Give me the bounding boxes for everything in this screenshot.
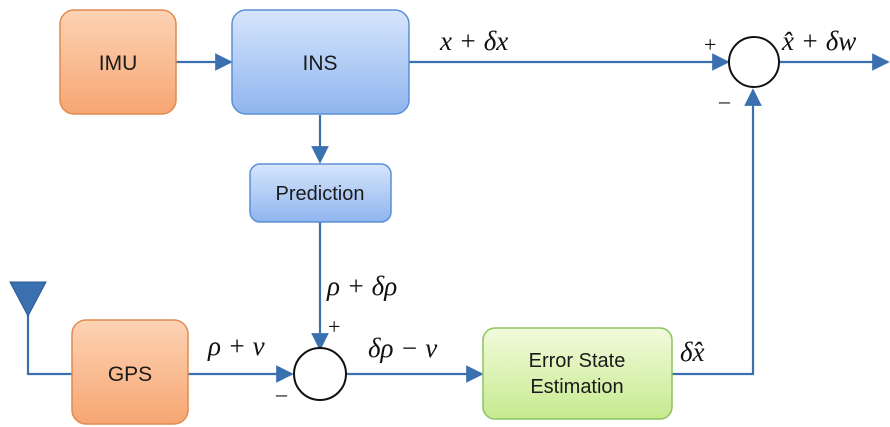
gps-label: GPS — [108, 363, 152, 386]
top-junction-minus-sign: – — [718, 88, 731, 113]
imu-block: IMU — [59, 9, 177, 115]
error-state-label-line2: Estimation — [530, 376, 623, 398]
ins-label: INS — [302, 52, 337, 75]
gps-block: GPS — [71, 319, 189, 425]
error-state-estimation-block: Error State Estimation — [482, 327, 673, 420]
signal-ins-output: x + δx — [439, 26, 508, 56]
ins-block: INS — [231, 9, 410, 115]
signal-estimated-error: δ̂x — [680, 337, 705, 367]
signal-gps-range: ρ + ν — [207, 331, 265, 361]
wire-antenna-to-gps — [26, 315, 72, 376]
top-junction-plus-sign: + — [704, 32, 716, 57]
top-summing-junction — [728, 36, 780, 88]
prediction-label: Prediction — [276, 183, 365, 205]
signal-corrected-output: x̂ + δw — [781, 26, 856, 56]
bottom-summing-junction — [293, 347, 347, 401]
bottom-junction-minus-sign: – — [275, 381, 288, 406]
wire-error-state-to-top-junction — [672, 88, 762, 376]
antenna-icon — [9, 281, 47, 318]
bottom-junction-plus-sign: + — [328, 314, 340, 339]
signal-range-difference: δρ − ν — [368, 333, 437, 363]
imu-label: IMU — [99, 52, 138, 75]
prediction-block: Prediction — [249, 163, 392, 223]
error-state-label-line1: Error State — [529, 350, 626, 372]
signal-predicted-range: ρ + δρ — [326, 271, 397, 301]
